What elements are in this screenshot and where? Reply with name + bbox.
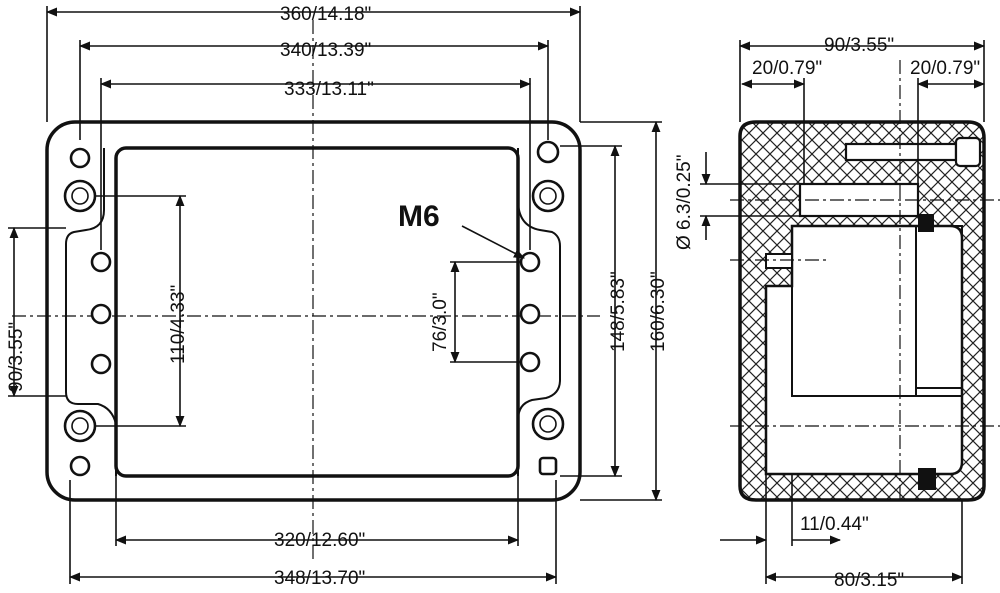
hole bbox=[519, 251, 541, 273]
hole bbox=[90, 303, 112, 325]
hole bbox=[519, 351, 541, 373]
hole bbox=[539, 187, 557, 205]
hole bbox=[531, 179, 565, 213]
side-pin bbox=[765, 253, 793, 269]
screw-bottom bbox=[918, 468, 936, 490]
front-view: 360/14.18" 340/13.39" 333/13.11" 320/12.… bbox=[6, 4, 669, 589]
hole bbox=[69, 147, 91, 169]
dim-left-offset: 20/0.79" bbox=[752, 58, 822, 79]
dim-frame-width: 340/13.39" bbox=[280, 40, 371, 61]
dim-small-span: 76/3.0" bbox=[430, 292, 451, 352]
thread-callout: M6 bbox=[398, 200, 440, 233]
hole bbox=[90, 353, 112, 375]
hole bbox=[538, 456, 558, 476]
dim-bottom-gap: 11/0.44" bbox=[800, 514, 869, 535]
hole bbox=[63, 409, 97, 443]
hole bbox=[71, 417, 89, 435]
hole bbox=[69, 455, 91, 477]
screw-top bbox=[918, 214, 934, 232]
hole bbox=[519, 303, 541, 325]
hole bbox=[71, 187, 89, 205]
dim-inner-width: 320/12.60" bbox=[274, 530, 365, 551]
dim-inner-height: 148/5.83" bbox=[608, 271, 629, 352]
dim-hole-diameter: Ø 6.3/0.25" bbox=[674, 155, 695, 250]
insert-step bbox=[915, 225, 963, 389]
dim-hole-span-vertical: 110/4.33" bbox=[168, 285, 189, 364]
inner-opening bbox=[114, 146, 520, 478]
dim-right-offset: 20/0.79" bbox=[910, 58, 980, 79]
right-pocket bbox=[517, 148, 561, 476]
hole bbox=[90, 251, 112, 273]
dim-overall-width: 360/14.18" bbox=[280, 4, 371, 25]
screw bbox=[844, 142, 958, 162]
dim-depth: 90/3.55" bbox=[824, 35, 894, 56]
left-pocket bbox=[65, 148, 117, 476]
hole bbox=[539, 415, 557, 433]
dim-base-width: 348/13.70" bbox=[274, 568, 365, 589]
inner-cavity bbox=[764, 224, 964, 476]
dim-base-depth: 80/3.15" bbox=[834, 570, 904, 591]
callout-leader bbox=[461, 225, 525, 259]
screw-head bbox=[954, 136, 982, 168]
dim-overall-height: 160/6.30" bbox=[648, 271, 669, 352]
side-view: 90/3.55" 20/0.79" 20/0.79" Ø 6.3/0.25" 1… bbox=[674, 35, 1000, 591]
dim-hole-span-top: 333/13.11" bbox=[284, 79, 374, 100]
dim-left-height: 90/3.55" bbox=[6, 322, 27, 392]
hole bbox=[63, 179, 97, 213]
hole bbox=[536, 140, 560, 164]
hole bbox=[531, 407, 565, 441]
